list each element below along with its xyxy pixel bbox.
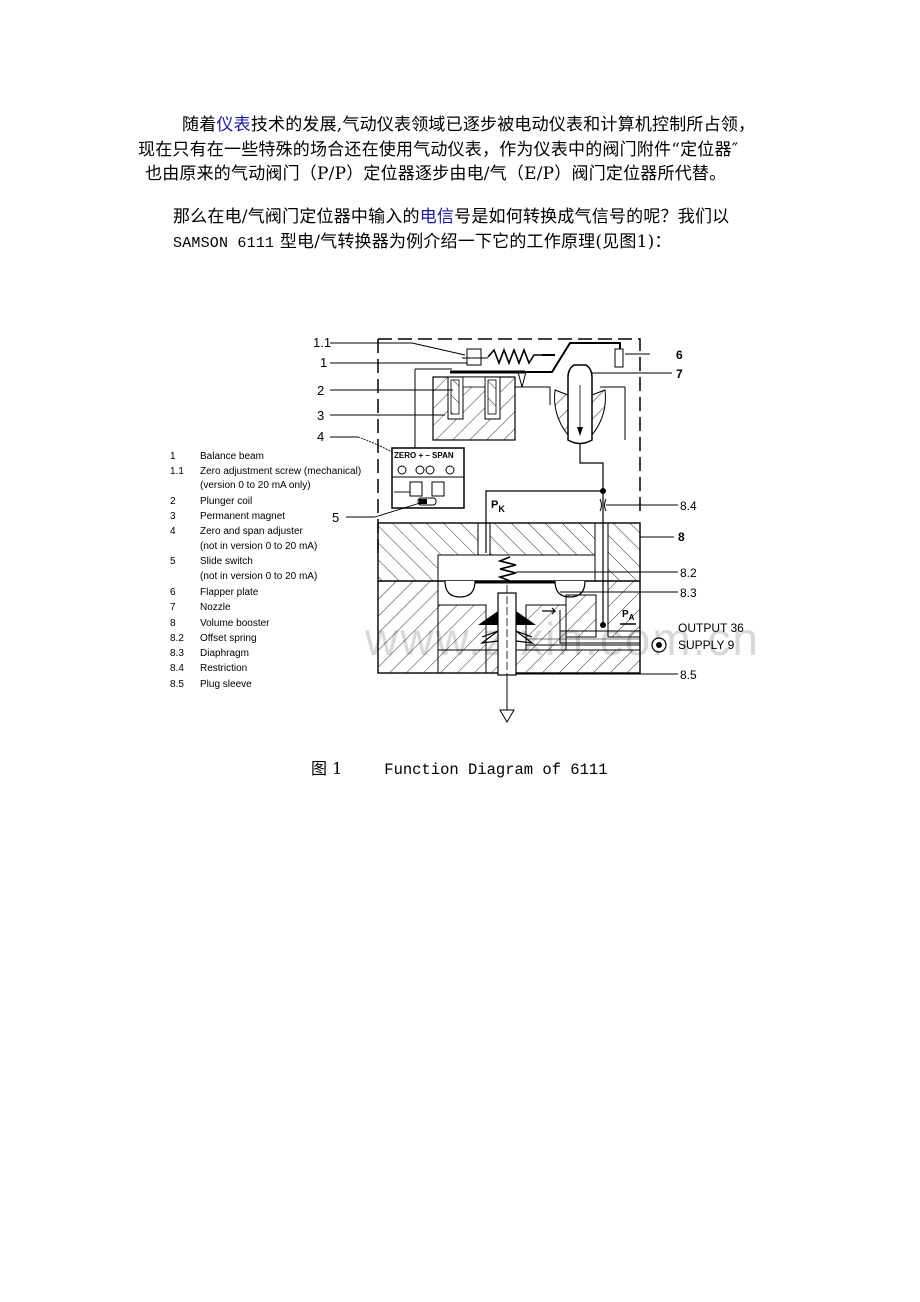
svg-text:Plunger coil: Plunger coil xyxy=(200,496,252,507)
svg-text:Nozzle: Nozzle xyxy=(200,602,231,613)
callout-2: 2 xyxy=(317,383,324,398)
svg-text:Zero and span adjuster: Zero and span adjuster xyxy=(200,526,304,537)
text: 号是如何转换成气信号的呢？我们以 xyxy=(454,207,730,227)
svg-text:Plug sleeve: Plug sleeve xyxy=(200,679,252,690)
callout-8-2: 8.2 xyxy=(680,566,697,580)
svg-text:5: 5 xyxy=(170,556,176,567)
svg-text:8.5: 8.5 xyxy=(170,679,184,690)
svg-text:Slide switch: Slide switch xyxy=(200,556,253,567)
right-callouts: 6 7 8.4 8 8.2 8.3 8.5 xyxy=(676,348,697,682)
svg-text:Balance beam: Balance beam xyxy=(200,451,264,462)
svg-text:6: 6 xyxy=(170,587,176,598)
callout-8: 8 xyxy=(678,530,685,544)
callout-8-3: 8.3 xyxy=(680,586,697,600)
svg-text:2: 2 xyxy=(170,496,176,507)
svg-text:1: 1 xyxy=(170,451,176,462)
callout-8-4: 8.4 xyxy=(680,499,697,513)
pk-label: PK xyxy=(491,499,505,514)
callout-1: 1 xyxy=(320,355,327,370)
svg-text:(version 0 to 20 mA only): (version 0 to 20 mA only) xyxy=(200,480,311,491)
callout-4: 4 xyxy=(317,429,324,444)
link-telecom[interactable]: 电信 xyxy=(419,207,455,227)
supply-label: SUPPLY 9 xyxy=(678,638,735,652)
svg-text:Diaphragm: Diaphragm xyxy=(200,648,249,659)
svg-text:4: 4 xyxy=(170,526,176,537)
callout-5: 5 xyxy=(332,510,339,525)
text: 那么在电/气阀门定位器中输入的 xyxy=(173,207,420,227)
zero-span-label: ZERO + – SPAN xyxy=(394,451,454,460)
svg-text:8.3: 8.3 xyxy=(170,648,184,659)
output-label: OUTPUT 36 xyxy=(678,621,744,635)
svg-text:Restriction: Restriction xyxy=(200,663,247,674)
function-diagram: www.zixin.com.cn ZERO + – SPAN PK xyxy=(160,325,760,725)
figure-title: Function Diagram of 6111 xyxy=(384,761,608,779)
left-callouts: 1.1 1 2 3 4 5 xyxy=(313,335,339,525)
svg-text:8.2: 8.2 xyxy=(170,633,184,644)
paragraph-2-line-1: 那么在电/气阀门定位器中输入的电信号是如何转换成气信号的呢？我们以 xyxy=(173,204,729,230)
text: 型电/气转换器为例介绍一下它的工作原理(见图1)： xyxy=(274,232,672,252)
callout-1-1: 1.1 xyxy=(313,335,331,350)
callout-7: 7 xyxy=(676,367,683,381)
callout-3: 3 xyxy=(317,408,324,423)
svg-text:(not in version 0 to 20 mA): (not in version 0 to 20 mA) xyxy=(200,541,317,552)
figure-number: 图 1 xyxy=(311,759,343,778)
paragraph-1-line-1: 随着仪表技术的发展,气动仪表领域已逐步被电动仪表和计算机控制所占领， xyxy=(182,112,755,138)
svg-text:8.4: 8.4 xyxy=(170,663,184,674)
text: 技术的发展,气动仪表领域已逐步被电动仪表和计算机控制所占领， xyxy=(250,115,756,135)
paragraph-2-line-2: SAMSON 6111 型电/气转换器为例介绍一下它的工作原理(见图1)： xyxy=(173,229,672,257)
svg-text:Offset spring: Offset spring xyxy=(200,633,257,644)
svg-text:(not in version 0 to 20 mA): (not in version 0 to 20 mA) xyxy=(200,571,317,582)
svg-text:3: 3 xyxy=(170,511,176,522)
pa-label: PA xyxy=(622,609,635,622)
svg-text:Flapper plate: Flapper plate xyxy=(200,587,259,598)
svg-text:1.1: 1.1 xyxy=(170,466,184,477)
paragraph-1-line-3: 也由原来的气动阀门（P/P）定位器逐步由电/气（E/P）阀门定位器所代替。 xyxy=(145,164,727,184)
svg-text:7: 7 xyxy=(170,602,176,613)
legend: 1 Balance beam 1.1 Zero adjustment screw (… xyxy=(170,451,361,690)
figure-caption: 图 1 Function Diagram of 6111 xyxy=(311,755,608,779)
svg-text:Zero adjustment screw (mechani: Zero adjustment screw (mechanical) xyxy=(200,466,361,477)
paragraph-1-line-2: 现在只有在一些特殊的场合还在使用气动仪表，作为仪表中的阀门附件“定位器″ xyxy=(138,140,739,160)
text: 随着 xyxy=(182,115,217,135)
svg-text:8: 8 xyxy=(170,618,176,629)
callout-6: 6 xyxy=(676,348,683,362)
model-number: SAMSON 6111 xyxy=(173,235,275,252)
svg-text:Permanent magnet: Permanent magnet xyxy=(200,511,285,522)
callout-8-5: 8.5 xyxy=(680,668,697,682)
svg-text:Volume booster: Volume booster xyxy=(200,618,270,629)
link-instrument[interactable]: 仪表 xyxy=(216,115,251,135)
